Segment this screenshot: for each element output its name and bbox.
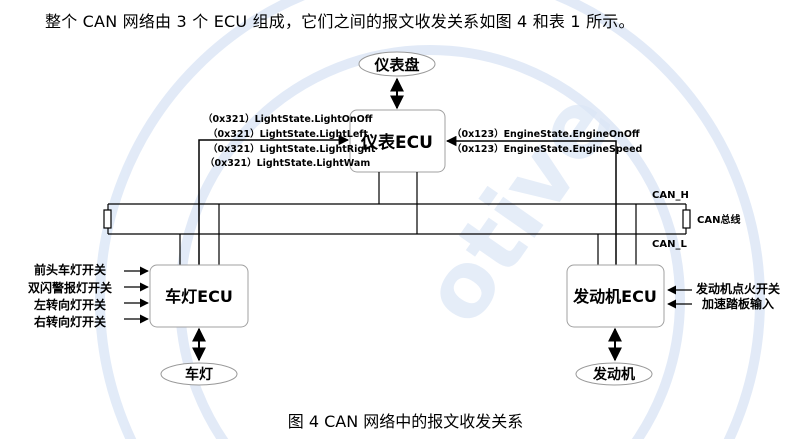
terminator-resistor-left — [103, 209, 112, 229]
light-to-dashboard-arrow — [198, 134, 350, 265]
dashboard-ecu-node: 仪表ECU — [349, 109, 446, 173]
engine-to-dashboard-arrow — [445, 135, 617, 265]
dashboard-node: 仪表盘 — [358, 51, 436, 77]
can-bus — [103, 203, 691, 235]
engine-ecu-bus-links — [597, 204, 637, 265]
message-label: （0x321）LightState.LightRight — [208, 143, 376, 155]
figure-caption: 图 4 CAN 网络中的报文收发关系 — [287, 412, 524, 431]
message-label: （0x321）LightState.LightOnOff — [203, 113, 373, 125]
input-label: 右转向灯开关 — [33, 314, 106, 329]
light-node: 车灯 — [160, 362, 238, 386]
can-h-label: CAN_H — [652, 190, 689, 201]
light-inputs: 前头车灯开关 双闪警报灯开关 左转向灯开关 右转向灯开关 — [28, 262, 112, 329]
message-label: （0x123）EngineState.EngineOnOff — [452, 128, 640, 140]
input-label: 发动机点火开关 — [695, 281, 780, 296]
message-label: （0x321）LightState.LightLeft — [208, 128, 368, 140]
engine-ecu-label: 发动机ECU — [572, 287, 657, 306]
input-label: 左转向灯开关 — [33, 297, 106, 312]
input-label: 加速踏板输入 — [701, 296, 774, 311]
dashboard-ecu-label: 仪表ECU — [360, 132, 433, 153]
engine-inputs: 发动机点火开关 加速踏板输入 — [695, 281, 780, 311]
can-bus-label: CAN总线 — [697, 213, 740, 226]
dashboard-label: 仪表盘 — [373, 56, 419, 74]
engine-messages: （0x123）EngineState.EngineOnOff （0x123）En… — [452, 128, 642, 155]
light-ecu-label: 车灯ECU — [165, 287, 233, 306]
engine-ecu-node: 发动机ECU — [566, 264, 665, 328]
terminator-resistor-right — [682, 209, 691, 229]
can-l-label: CAN_L — [652, 239, 687, 250]
light-messages: （0x321）LightState.LightOnOff （0x321）Ligh… — [203, 113, 376, 169]
light-label: 车灯 — [185, 366, 213, 383]
engine-label: 发动机 — [592, 366, 635, 383]
input-label: 双闪警报灯开关 — [28, 280, 112, 295]
dashboard-ecu-bus-links — [378, 172, 418, 234]
message-label: （0x321）LightState.LightWam — [205, 157, 370, 169]
engine-input-arrows — [667, 285, 692, 309]
light-ecu-bus-links — [179, 204, 220, 265]
engine-node: 发动机 — [575, 362, 653, 386]
message-label: （0x123）EngineState.EngineSpeed — [452, 143, 642, 155]
intro-text: 整个 CAN 网络由 3 个 ECU 组成，它们之间的报文收发关系如图 4 和表… — [45, 12, 635, 31]
input-label: 前头车灯开关 — [34, 262, 106, 277]
light-input-arrows — [124, 266, 149, 324]
light-ecu-node: 车灯ECU — [149, 264, 249, 328]
